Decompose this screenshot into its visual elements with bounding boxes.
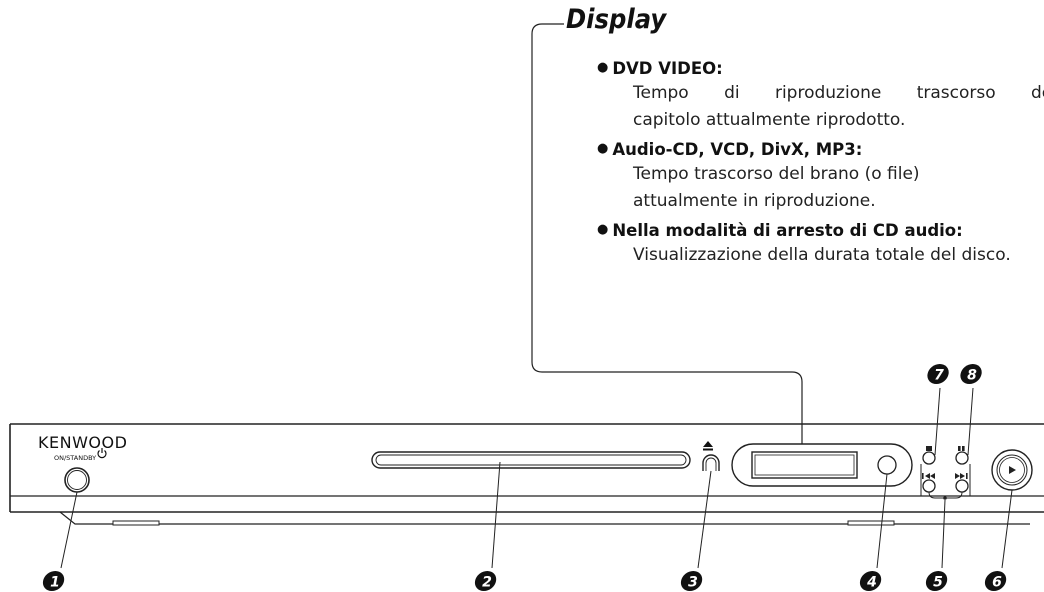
note-line: Tempo di riproduzione trascorso del (633, 83, 1044, 103)
callout-marker-3: 3 (680, 571, 703, 591)
note-dvd-video: ●DVD VIDEO: Tempo di riproduzione trasco… (597, 56, 1044, 134)
play-icon (1009, 466, 1016, 474)
callout-label-3: 3 (688, 575, 698, 591)
pause-icon (958, 446, 965, 451)
power-button (64, 467, 90, 493)
bullet: ● (597, 140, 609, 156)
skip-back-icon (922, 473, 935, 479)
display-heading: Display (566, 4, 667, 35)
callout-marker-8: 8 (960, 364, 982, 384)
callout-label-8: 8 (967, 368, 977, 384)
callout-label-4: 4 (866, 575, 877, 591)
display-notes: ●DVD VIDEO: Tempo di riproduzione trasco… (597, 56, 1044, 271)
on-standby-label: ON/STANDBY (54, 454, 97, 462)
callout-label-7: 7 (934, 368, 944, 384)
note-heading: Nella modalità di arresto di CD audio: (612, 220, 963, 240)
note-line: Visualizzazione della durata totale del … (633, 245, 1011, 265)
note-heading: Audio-CD, VCD, DivX, MP3: (612, 139, 863, 159)
skip-forward-icon (955, 473, 968, 479)
eject-icon (703, 441, 713, 451)
callout-label-1: 1 (50, 575, 60, 591)
display-panel (731, 443, 913, 487)
callout-marker-6: 6 (984, 571, 1007, 591)
note-line: capitolo attualmente riprodotto. (633, 110, 906, 130)
stop-icon (926, 446, 932, 451)
callout-label-5: 5 (933, 575, 943, 591)
eject-button (702, 454, 720, 471)
note-stop-mode: ●Nella modalità di arresto di CD audio: … (597, 218, 1044, 269)
callout-label-2: 2 (482, 575, 492, 591)
callout-marker-5: 5 (925, 571, 948, 591)
brand-logo: KENWOOD (38, 433, 128, 452)
callout-marker-1: 1 (42, 571, 65, 591)
power-icon (97, 448, 107, 459)
chassis (9, 423, 1044, 526)
callout-leaders (60, 461, 1013, 569)
note-heading: DVD VIDEO: (612, 58, 723, 78)
bullet: ● (597, 59, 609, 75)
note-line: Tempo trascorso del brano (o file) (633, 164, 920, 184)
callout-marker-2: 2 (474, 571, 497, 591)
disc-tray-slot (371, 451, 691, 469)
bullet: ● (597, 221, 609, 237)
transport-buttons (920, 387, 974, 500)
callout-marker-7: 7 (927, 364, 949, 384)
note-audio-cd: ●Audio-CD, VCD, DivX, MP3: Tempo trascor… (597, 137, 1044, 215)
note-line: attualmente in riproduzione. (633, 191, 876, 211)
callout-marker-4: 4 (859, 571, 882, 591)
callout-label-6: 6 (992, 575, 1002, 591)
display-leader-line (531, 23, 803, 450)
